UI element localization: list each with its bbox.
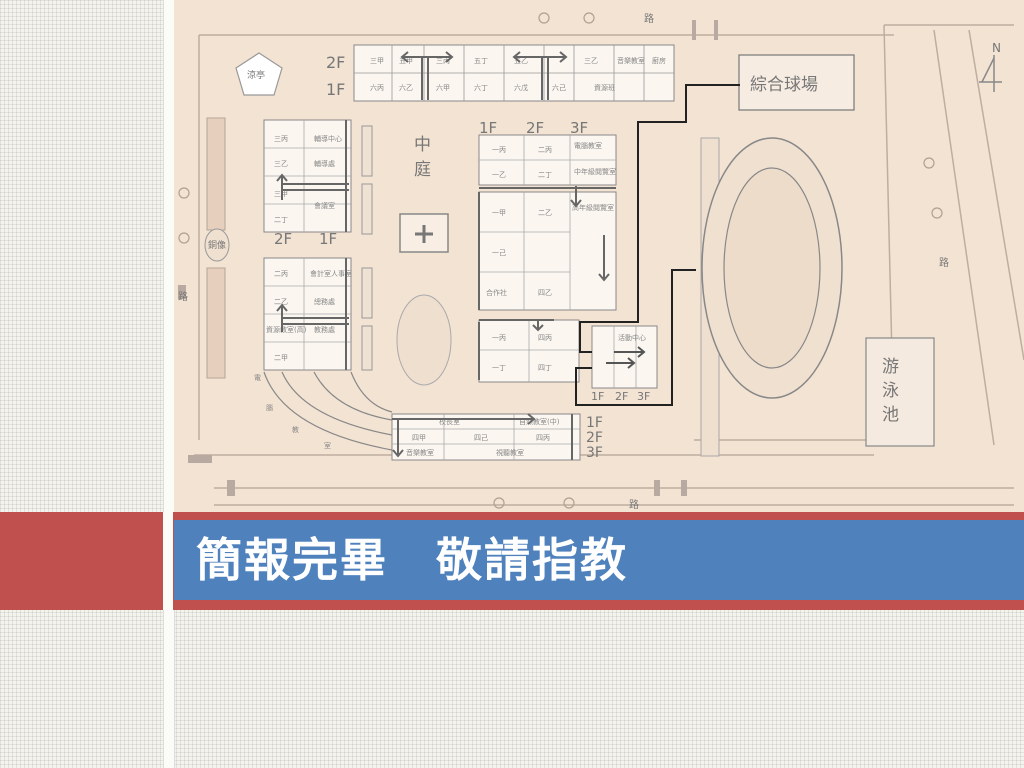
room-label: 輔導中心 [314, 134, 342, 143]
room-label: 會計室人事室 [310, 269, 352, 278]
north-arrow-icon [979, 55, 1002, 92]
left-block-floor-1f: 1F [319, 230, 337, 248]
room-label: 六甲 [436, 83, 450, 92]
room-label: 三丙 [274, 135, 288, 143]
pool-label-char2: 泳 [882, 381, 899, 401]
slide-title: 簡報完畢 敬請指教 [196, 533, 628, 587]
room-label: 五乙 [514, 57, 528, 65]
room-label: 一丁 [492, 364, 506, 372]
pool-label-char1: 游 [882, 357, 899, 377]
room-label: 五丁 [474, 57, 488, 65]
statue-label: 銅像 [208, 239, 226, 251]
room-label: 二丁 [274, 216, 288, 224]
center-floor-3f: 3F [570, 119, 588, 137]
room-label: 中年級閱覽室 [574, 167, 616, 176]
room-label: 一乙 [492, 171, 506, 179]
small-block-floor-2f: 2F [615, 390, 628, 403]
north-label: N [992, 41, 1001, 55]
center-floor-1f: 1F [479, 119, 497, 137]
room-label: 一丙 [492, 334, 506, 342]
corridor-char: 室 [324, 441, 331, 450]
room-label: 視聽教室 [496, 448, 524, 457]
room-label: 四乙 [538, 289, 552, 297]
room-label: 四丙 [538, 334, 552, 342]
room-label: 一甲 [492, 209, 506, 217]
bottom-block-floor-3f: 3F [586, 445, 603, 461]
room-label: 資源班 [594, 83, 615, 92]
room-label: 二丁 [538, 171, 552, 179]
room-label: 會議室 [314, 201, 335, 210]
room-label: 廚房 [652, 56, 666, 65]
left-block-floor-2f: 2F [274, 230, 292, 248]
campus-map: 涼亭 銅像 2F 1F 三甲 五甲 三丙 五丁 五乙 三乙 音樂教室 廚房 六丙… [174, 0, 1024, 515]
road-label-bottom: 路 [629, 498, 639, 511]
room-label: 一己 [492, 249, 506, 257]
room-label: 資源教室(高) [266, 325, 307, 334]
courtyard-label-char2: 庭 [414, 160, 431, 180]
room-label: 六乙 [399, 83, 413, 92]
title-band-blue [174, 520, 1024, 600]
top-block-floor-2f: 2F [326, 53, 345, 72]
pool-label-char3: 池 [882, 405, 899, 425]
bottom-block-floor-2f: 2F [586, 430, 603, 446]
pavilion-shape [235, 52, 283, 96]
library-vertical-label: 活動中心 [618, 333, 646, 342]
room-label: 二乙 [538, 209, 552, 217]
room-label: 四丙 [536, 434, 550, 442]
room-label: 高年級閱覽室 [572, 203, 614, 212]
room-label: 合作社 [486, 288, 507, 297]
room-label: 六丙 [370, 83, 384, 92]
room-label: 二甲 [274, 354, 288, 362]
room-label: 自然教室(中) [519, 417, 560, 426]
corridor-char: 電 [254, 374, 261, 382]
room-label: 四甲 [412, 434, 426, 442]
room-label: 六戊 [514, 83, 528, 92]
title-band-gap [163, 512, 173, 610]
route-line [575, 84, 740, 406]
corridor-char: 腦 [266, 403, 273, 412]
small-block-floor-1f: 1F [591, 390, 604, 403]
room-label: 三乙 [584, 57, 598, 65]
room-label: 三乙 [274, 160, 288, 168]
room-label: 一丙 [492, 146, 506, 154]
center-floor-2f: 2F [526, 119, 544, 137]
room-label: 音樂教室 [617, 56, 645, 65]
top-block-floor-1f: 1F [326, 80, 345, 99]
room-label: 二丙 [538, 146, 552, 154]
road-label-left: 路 [178, 290, 188, 303]
small-block-floor-3f: 3F [637, 390, 650, 403]
sports-field-box [738, 54, 855, 111]
room-label: 三甲 [370, 57, 384, 65]
room-label: 四己 [474, 434, 488, 442]
room-label: 電腦教室 [574, 141, 602, 150]
room-label: 音樂教室 [406, 448, 434, 457]
room-label: 四丁 [538, 364, 552, 372]
road-label-right: 路 [939, 256, 949, 269]
pavilion-label: 涼亭 [247, 69, 265, 81]
road-label-top: 路 [644, 12, 654, 25]
room-label: 六己 [552, 83, 566, 92]
sports-field-label: 綜合球場 [750, 75, 818, 95]
bottom-block-floor-1f: 1F [586, 415, 603, 431]
room-label: 三丙 [436, 57, 450, 65]
campus-map-drawing: 涼亭 銅像 2F 1F 三甲 五甲 三丙 五丁 五乙 三乙 音樂教室 廚房 六丙… [178, 12, 1024, 511]
corridor-char: 教 [292, 425, 299, 434]
room-label: 二丙 [274, 270, 288, 278]
room-label: 六丁 [474, 83, 488, 92]
courtyard-label-char1: 中 [414, 135, 431, 155]
room-label: 教務處 [314, 325, 335, 334]
swimming-pool-box [865, 337, 935, 447]
room-label: 校長室 [439, 417, 460, 426]
room-label: 總務處 [314, 297, 335, 306]
room-label: 二乙 [274, 298, 288, 306]
room-label: 輔導處 [314, 159, 335, 168]
